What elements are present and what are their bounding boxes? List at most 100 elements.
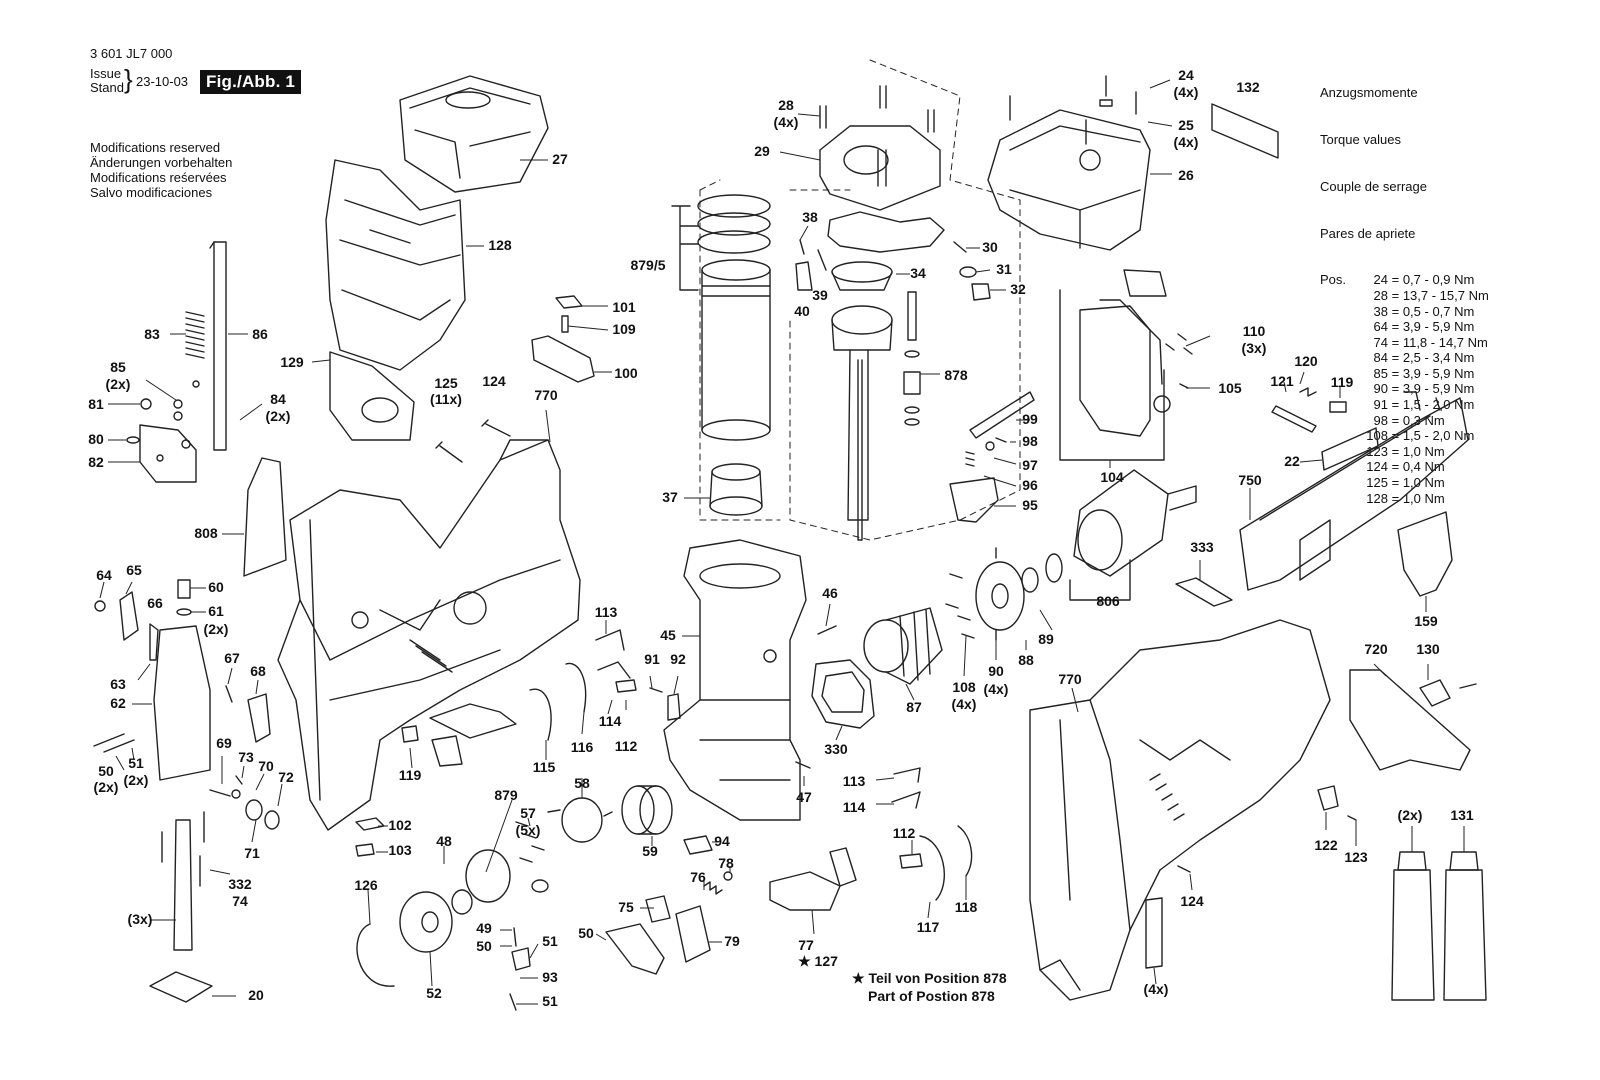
part-callout: 100: [614, 365, 638, 381]
sheet-808-drawing: [243, 457, 287, 577]
part-callout: 51: [542, 993, 558, 1009]
screw-98-drawing: [995, 437, 1007, 443]
torque-value: 3,9 - 5,9 Nm: [1402, 365, 1475, 381]
torque-pos: 90: [1373, 381, 1388, 397]
torque-value: 0,7 - 0,9 Nm: [1402, 272, 1475, 288]
part-callout: 114: [599, 713, 622, 729]
part-65-drawing: [119, 591, 139, 641]
part-97-drawing: [985, 441, 995, 451]
part-callout: (2x): [204, 621, 229, 637]
part-callout: 116: [571, 739, 594, 755]
piston-878-drawing: [831, 261, 921, 541]
part-callout: 82: [88, 454, 104, 470]
part-callout: 77: [798, 937, 814, 953]
torque-pos: 125: [1366, 475, 1388, 491]
cap-29-drawing: [819, 85, 941, 211]
part-callout: 125: [434, 375, 458, 391]
part-callout: 62: [110, 695, 126, 711]
part-callout: 117: [917, 919, 940, 935]
main-housing-770-drawing: [277, 439, 581, 831]
pad-117-drawing: [919, 835, 945, 901]
block-127-drawing: [769, 847, 857, 911]
torque-pos: 91: [1373, 397, 1388, 413]
pin-46-drawing: [817, 625, 837, 635]
nozzle-62-drawing: [153, 625, 211, 781]
gasket-330-drawing: [811, 659, 875, 729]
part-callout: 113: [843, 773, 866, 789]
part-callout: (3x): [1242, 340, 1267, 356]
part-callout: 46: [822, 585, 838, 601]
torque-pos: 64: [1373, 319, 1388, 335]
part-103-drawing: [355, 843, 375, 857]
part-callout: 131: [1450, 807, 1474, 823]
part-callout: 879/5: [630, 257, 665, 273]
part-callout: 101: [612, 299, 636, 315]
torque-equals: =: [1388, 303, 1403, 319]
torque-value: 0,4 Nm: [1402, 459, 1445, 475]
part-callout: 91: [644, 651, 660, 667]
part-callout: 26: [1178, 167, 1194, 183]
part-122-drawing: [1317, 785, 1339, 811]
part-callout: 72: [278, 769, 294, 785]
part-callout: 51: [542, 933, 558, 949]
footnote-line1: ★ Teil von Position 878: [852, 970, 1007, 986]
leader-lines: [99, 79, 1465, 1005]
torque-value: 2,5 - 3,4 Nm: [1402, 350, 1475, 366]
part-callout: 114: [843, 799, 866, 815]
part-callout: 45: [660, 627, 676, 643]
torque-equals: =: [1388, 272, 1403, 288]
part-333-drawing: [1175, 577, 1233, 607]
pad-94-drawing: [683, 835, 713, 855]
part-129-drawing: [329, 351, 415, 441]
part-callout: 30: [982, 239, 998, 255]
torque-row: Pos.24 = 0,7 - 0,9 Nm: [1320, 272, 1489, 288]
part-callout: 80: [88, 431, 104, 447]
torque-title: Pares de apriete: [1320, 225, 1416, 241]
bracket-879-5-drawing: [671, 205, 699, 291]
torque-equals: =: [1388, 350, 1403, 366]
screw-124-drawing: [481, 419, 511, 437]
part-callout: 20: [248, 987, 264, 1003]
part-number: 3 601 JL7 000: [90, 46, 173, 61]
grease-tube-131-drawing: [1391, 851, 1435, 1001]
part-callout: (2x): [124, 772, 149, 788]
part-callout: 65: [126, 562, 142, 578]
screws-50-51-drawing: [93, 733, 135, 753]
lever-99-drawing: [969, 391, 1035, 439]
part-callout: 59: [642, 843, 658, 859]
part-callout: (4x): [984, 681, 1009, 697]
part-callout: (2x): [106, 376, 131, 392]
part-callout: 24: [1178, 67, 1194, 83]
pad-112-drawing: [615, 679, 637, 693]
part-callout: 81: [88, 396, 104, 412]
torque-equals: =: [1388, 319, 1403, 335]
torque-row: 123 = 1,0 Nm: [1320, 444, 1489, 460]
torque-pos-label: Pos.: [1320, 272, 1347, 288]
pad-ring-drawing: [429, 703, 517, 739]
part-callout: 63: [110, 676, 126, 692]
part-callout: 50: [476, 938, 492, 954]
brace-glyph: }: [124, 64, 133, 94]
part-callout: 25: [1178, 117, 1194, 133]
part-callout: 126: [354, 877, 378, 893]
part-102-drawing: [355, 817, 385, 831]
part-callout: 50: [578, 925, 594, 941]
modifications-line: Salvo modificaciones: [90, 185, 213, 200]
part-callout: 48: [436, 833, 452, 849]
part-callout: 120: [1294, 353, 1318, 369]
part-callout: 79: [724, 933, 740, 949]
footnote-line2: Part of Postion 878: [868, 988, 995, 1004]
part-callout: 66: [147, 595, 163, 611]
part-40-drawing: [795, 261, 813, 291]
bracket-82-drawing: [126, 380, 200, 483]
part-70-drawing: [231, 789, 241, 799]
gearbox-87-drawing: [863, 607, 943, 685]
torque-value: 3,9 - 5,9 Nm: [1402, 319, 1475, 335]
part-callout: 39: [812, 287, 828, 303]
cylinder-drawing: [701, 259, 771, 441]
part-76-drawing: [645, 895, 671, 923]
part-callout: 333: [1190, 539, 1214, 555]
screw-124-right-drawing: [1177, 865, 1191, 873]
